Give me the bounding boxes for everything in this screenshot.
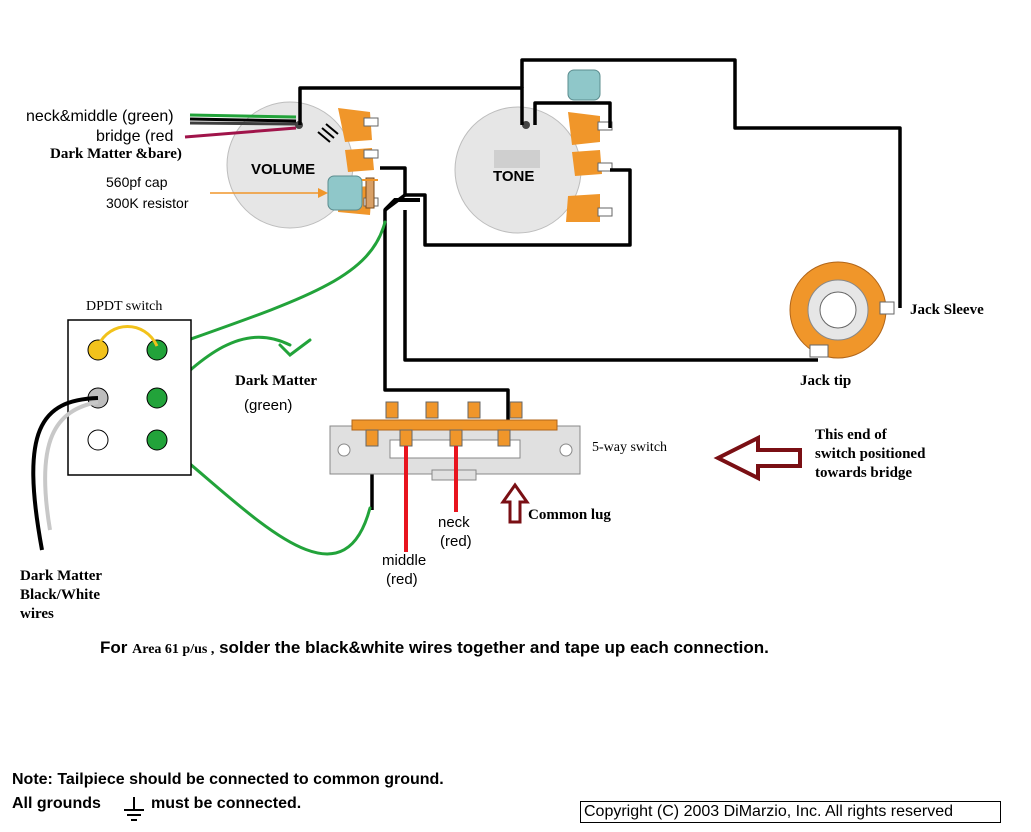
- label-resistor: 300K resistor: [106, 195, 189, 211]
- volume-pot: [226, 101, 379, 229]
- label-dm-bw-3: wires: [20, 606, 54, 622]
- label-neck-middle: neck&middle (green): [26, 108, 174, 125]
- label-this-end-3: towards bridge: [815, 465, 913, 481]
- label-dark-matter: Dark Matter: [235, 373, 318, 389]
- label-middle-red: (red): [386, 571, 418, 588]
- label-this-end-2: switch positioned: [815, 446, 926, 462]
- label-neck: neck: [438, 514, 470, 531]
- note-line-2-a: All grounds: [12, 795, 101, 812]
- label-this-end-1: This end of: [815, 427, 887, 443]
- ground-symbol-icon: [124, 797, 144, 821]
- instruction-post: solder the black&white wires together an…: [219, 638, 769, 657]
- ground-wire: [383, 198, 420, 212]
- label-neck-red: (red): [440, 533, 472, 550]
- label-middle: middle: [382, 552, 427, 569]
- label-volume: VOLUME: [251, 161, 316, 178]
- output-jack: [789, 261, 895, 359]
- label-common-lug: Common lug: [528, 507, 611, 523]
- note-line-1: Note: Tailpiece should be connected to c…: [12, 771, 444, 788]
- label-jack-sleeve: Jack Sleeve: [910, 302, 984, 318]
- note-line-2-b: must be connected.: [151, 795, 302, 812]
- pickup-leads: [184, 113, 297, 139]
- cap-arrow: [210, 188, 328, 198]
- label-jack-tip: Jack tip: [800, 373, 852, 389]
- copyright-notice: Copyright (C) 2003 DiMarzio, Inc. All ri…: [580, 801, 1001, 823]
- tone-pot: [454, 69, 613, 234]
- label-dm-bw-2: Black/White: [20, 587, 101, 603]
- bridge-arrow: [713, 434, 802, 482]
- instruction-line: For Area 61 p/us , solder the black&whit…: [100, 638, 769, 658]
- switch-red-wires: [404, 446, 458, 552]
- instruction-pre: For: [100, 638, 128, 657]
- instruction-product: Area 61 p/us ,: [132, 642, 215, 657]
- dpdt-switch: [67, 319, 192, 476]
- label-bridge: bridge (red: [96, 128, 174, 145]
- dpdt-bw-leads: [31, 396, 99, 551]
- label-dpdt: DPDT switch: [86, 299, 163, 314]
- label-green: (green): [244, 397, 293, 414]
- label-five-way: 5-way switch: [592, 440, 668, 455]
- label-cap: 560pf cap: [106, 174, 168, 190]
- label-dm-bw-1: Dark Matter: [20, 568, 103, 584]
- common-lug-arrow: [500, 482, 530, 524]
- label-tone: TONE: [493, 168, 535, 185]
- label-dark-matter-bare: Dark Matter &bare): [50, 146, 182, 162]
